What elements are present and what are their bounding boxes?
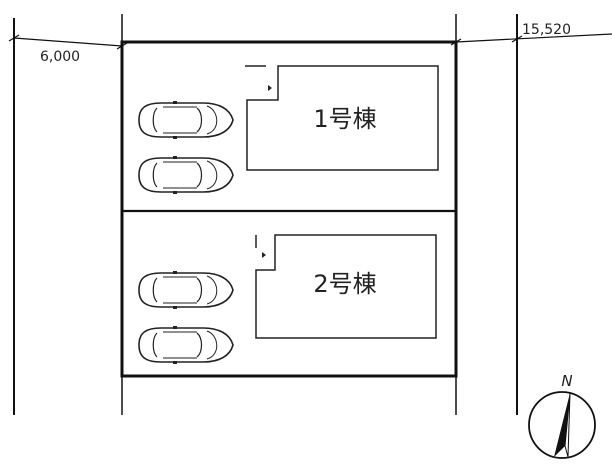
car-icon — [138, 270, 234, 310]
building-1 — [245, 65, 439, 171]
site-boundary — [120, 40, 458, 378]
car-icon — [138, 325, 234, 365]
right-road-width-label: 15,520 — [522, 22, 571, 38]
north-label: N — [561, 372, 572, 390]
building-1-label: 1号棟 — [313, 105, 376, 133]
left-dimension-line — [8, 34, 128, 50]
building-2 — [255, 234, 437, 339]
car-icon — [138, 155, 234, 195]
building-2-label: 2号棟 — [313, 270, 376, 298]
building-2-entrance-marker — [262, 252, 266, 258]
building-1-entrance-marker — [268, 85, 272, 91]
left-road-width-label: 6,000 — [40, 49, 80, 65]
car-icon — [138, 100, 234, 140]
north-compass-icon — [528, 391, 596, 459]
